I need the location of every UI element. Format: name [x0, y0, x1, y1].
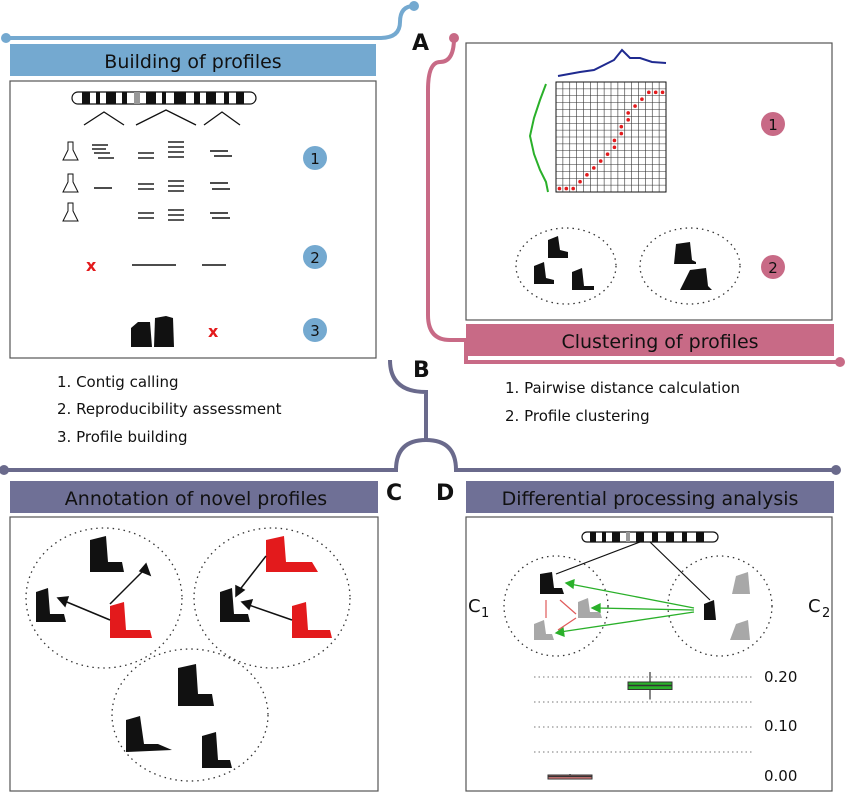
comparison-arrows — [554, 579, 695, 637]
svg-text:1: 1 — [310, 150, 320, 168]
svg-text:C: C — [808, 596, 821, 617]
cluster-ellipse — [667, 555, 773, 657]
label-d: D — [436, 481, 454, 506]
panel-building: Building of profiles — [9, 44, 377, 359]
boxplot-green — [627, 672, 673, 700]
flask-icon — [62, 141, 79, 222]
step-badge: 1 — [303, 146, 327, 170]
matrix-dot — [612, 145, 617, 150]
panel-annotation: Annotation of novel profiles — [9, 481, 379, 792]
cluster-ellipse — [639, 227, 741, 305]
matrix-dot — [633, 104, 637, 108]
matrix-dot — [564, 186, 569, 191]
matrix-dot — [557, 186, 562, 191]
cluster-ellipse — [111, 648, 269, 782]
matrix-dot — [626, 111, 630, 115]
novel-profile-shape — [110, 536, 332, 638]
matrix-dot — [653, 90, 658, 95]
matrix-dot — [612, 138, 617, 143]
building-header — [10, 44, 376, 76]
step-item: 3. Profile building — [57, 428, 188, 446]
step-item: 1. Pairwise distance calculation — [505, 379, 740, 397]
cluster-label-c2: C 2 — [808, 596, 830, 621]
annotation-title: Annotation of novel profiles — [65, 488, 327, 510]
chromosome-icon — [581, 531, 719, 543]
distance-matrix — [555, 81, 667, 193]
rejected-mark: x — [86, 256, 97, 275]
matrix-dot — [585, 173, 589, 177]
boxplot-axis: 0.20 0.10 0.00 — [534, 668, 797, 785]
profile-shape — [131, 316, 174, 347]
matrix-dot — [647, 90, 651, 95]
matrix-dot — [619, 124, 624, 129]
step-badge: 2 — [303, 245, 327, 269]
sequencing-reads — [92, 141, 232, 266]
axis-tick: 0.00 — [764, 767, 797, 785]
profile-shape — [36, 536, 250, 768]
profile-shape-gray — [534, 572, 750, 640]
label-b: B — [413, 358, 430, 383]
chromosome-icon — [71, 91, 257, 105]
axis-tick: 0.20 — [764, 668, 797, 686]
step-badge: 3 — [303, 318, 327, 342]
svg-text:2: 2 — [310, 249, 320, 267]
clustering-steps-list: 1. Pairwise distance calculation 2. Prof… — [505, 379, 740, 425]
building-steps-list: 1. Contig calling 2. Reproducibility ass… — [57, 373, 282, 446]
boxplot-red — [547, 774, 593, 780]
rejected-mark: x — [208, 322, 219, 341]
svg-text:1: 1 — [481, 606, 489, 621]
differential-header — [466, 481, 834, 513]
matrix-dot — [640, 97, 644, 101]
svg-text:C: C — [468, 596, 481, 617]
annotation-arrows — [56, 555, 293, 621]
matrix-dot — [592, 166, 596, 170]
building-box — [9, 80, 377, 359]
cluster-label-c1: C 1 — [468, 596, 489, 621]
cluster-ellipse — [193, 527, 351, 669]
differential-box — [465, 516, 833, 792]
annotation-box — [9, 516, 379, 792]
side-profile-line — [528, 83, 549, 193]
step-badge: 2 — [761, 255, 785, 279]
cluster-ellipse — [515, 227, 617, 305]
step-item: 2. Profile clustering — [505, 407, 650, 425]
matrix-dot — [626, 118, 630, 122]
connector-a — [1, 1, 845, 367]
building-title: Building of profiles — [104, 51, 281, 73]
within-cluster-arrows — [545, 599, 577, 631]
panel-differential: Differential processing analysis C 1 C 2 — [465, 481, 834, 792]
clustering-header — [466, 324, 834, 356]
step-item: 1. Contig calling — [57, 373, 179, 391]
svg-text:2: 2 — [768, 259, 778, 277]
axis-tick: 0.10 — [764, 717, 797, 735]
profile-shape — [540, 572, 716, 620]
cluster-ellipse — [503, 555, 609, 657]
annotation-header — [10, 481, 378, 513]
label-a: A — [412, 31, 429, 56]
matrix-dot — [660, 90, 665, 95]
label-c: C — [386, 481, 402, 506]
clustering-title: Clustering of profiles — [561, 331, 758, 353]
panel-clustering: Clustering of profiles 1 2 — [465, 42, 834, 356]
connector-b — [0, 359, 841, 475]
matrix-dot — [619, 131, 624, 136]
matrix-dot — [571, 186, 575, 191]
profile-shape — [534, 236, 712, 290]
step-badge: 1 — [761, 112, 785, 136]
matrix-dot — [598, 159, 603, 163]
cluster-ellipse — [25, 527, 183, 669]
svg-text:2: 2 — [822, 606, 830, 621]
top-profile-line — [557, 48, 667, 77]
step-item: 2. Reproducibility assessment — [57, 400, 282, 418]
matrix-dot — [605, 152, 610, 156]
differential-title: Differential processing analysis — [502, 488, 799, 510]
matrix-dot — [578, 179, 582, 184]
svg-text:3: 3 — [310, 322, 320, 340]
svg-text:1: 1 — [768, 116, 778, 134]
